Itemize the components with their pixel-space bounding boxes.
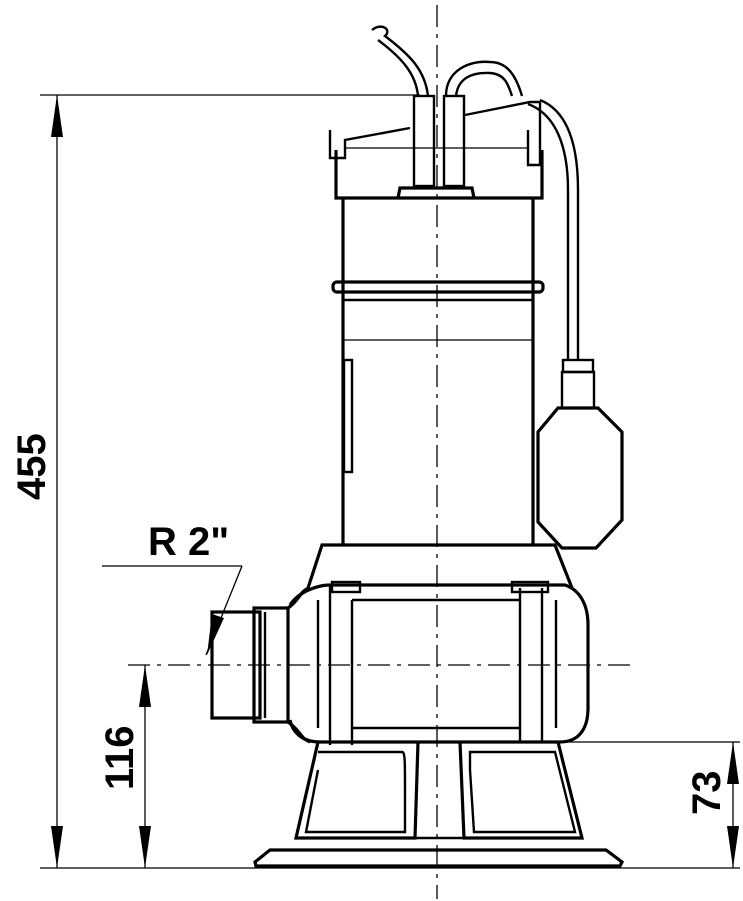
motor-cap <box>328 94 580 360</box>
arrow-up-icon <box>139 665 151 707</box>
dimension-outlet-height: 116 <box>98 665 151 868</box>
thread-leader: R 2" <box>102 520 243 656</box>
thread-label: R 2" <box>148 520 229 564</box>
outlet-pipe <box>210 586 311 744</box>
power-cable <box>371 25 524 97</box>
dim-label-116: 116 <box>98 725 142 790</box>
leader-arrow-icon <box>207 614 224 655</box>
dim-label-455: 455 <box>10 433 54 500</box>
arrow-down-icon <box>51 826 63 868</box>
pump-base <box>253 741 625 868</box>
motor-housing <box>331 198 545 545</box>
dimension-float-height: 73 <box>560 741 740 868</box>
float-switch <box>536 358 624 550</box>
dim-label-73: 73 <box>685 771 729 816</box>
dimension-total-height: 455 <box>10 94 740 869</box>
arrow-down-icon <box>139 826 151 868</box>
arrow-up-icon <box>51 95 63 137</box>
arrow-down-icon <box>727 826 739 868</box>
arrow-up-icon <box>727 742 739 784</box>
center-lines <box>128 5 632 899</box>
pump-volute <box>288 543 590 745</box>
